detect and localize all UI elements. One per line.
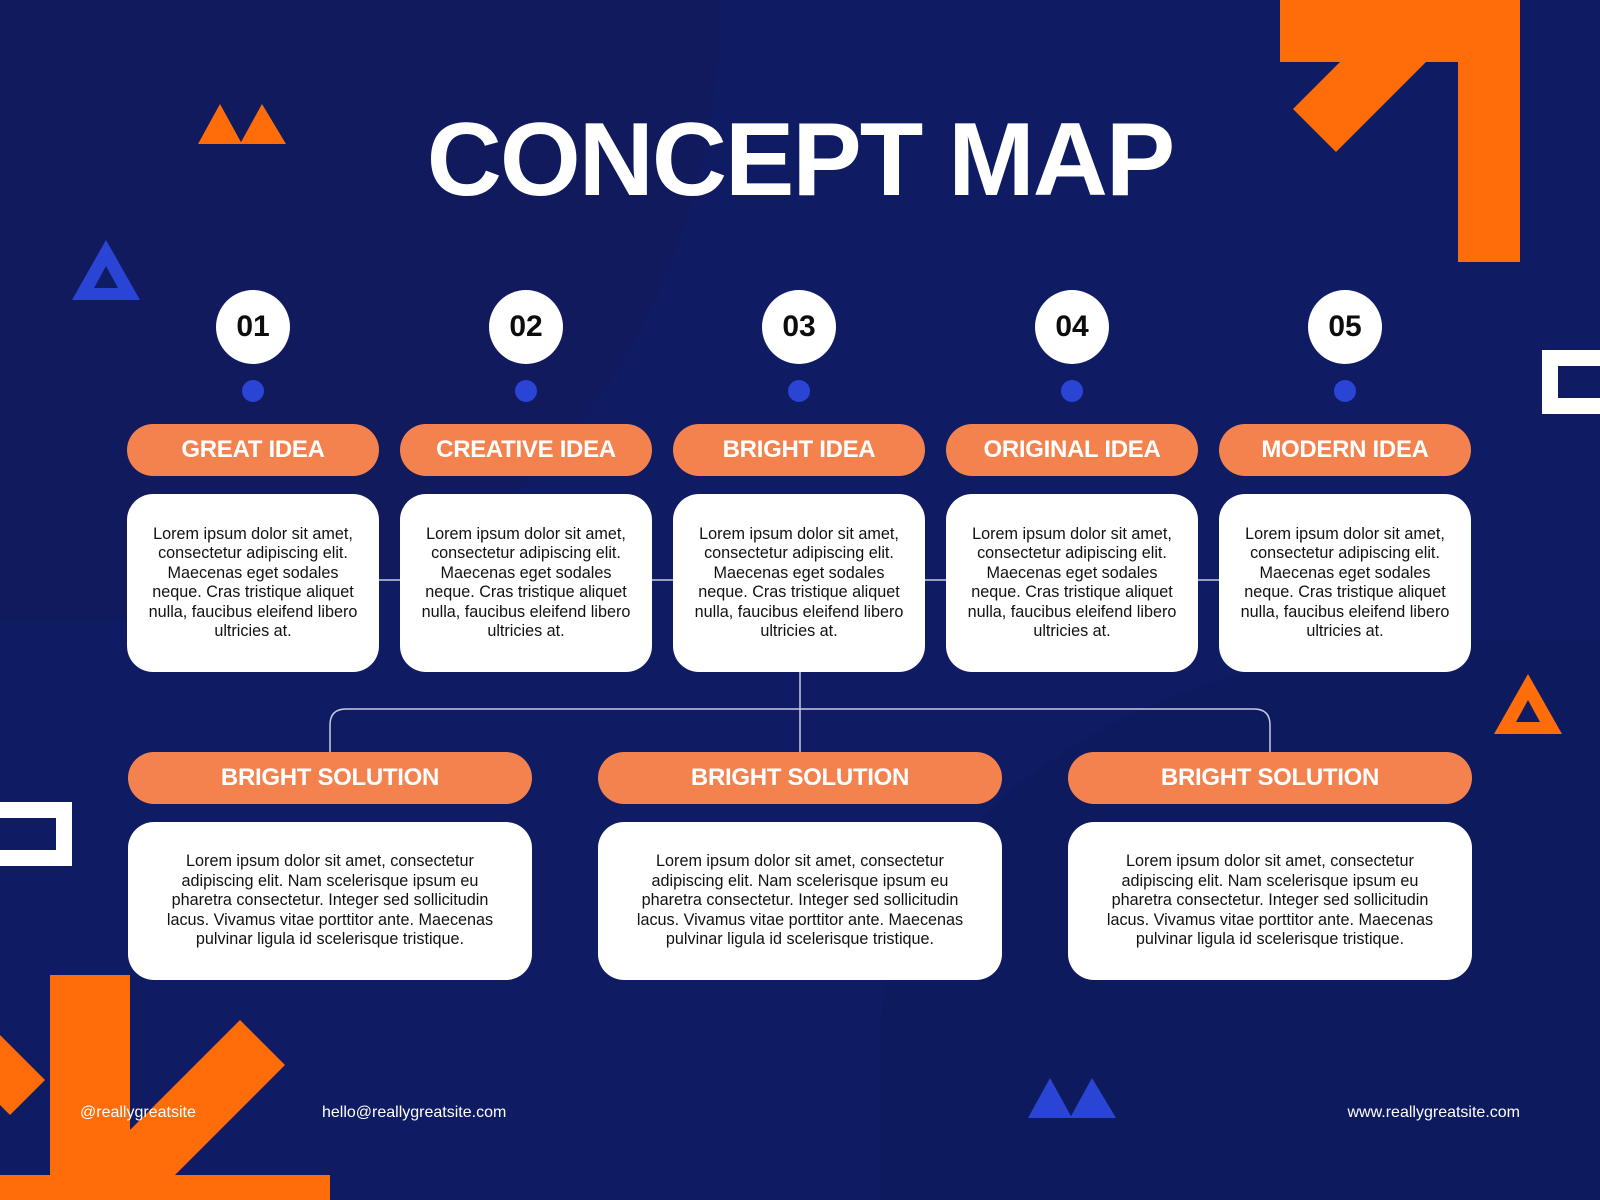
solution-label: BRIGHT SOLUTION <box>128 752 532 804</box>
footer-handle: @reallygreatsite <box>80 1104 196 1121</box>
triangle-outline-icon <box>1494 674 1562 734</box>
idea-card-text: Lorem ipsum dolor sit amet, consectetur … <box>967 524 1177 641</box>
solution-card-text: Lorem ipsum dolor sit amet, consectetur … <box>636 852 964 949</box>
idea-label-creative: CREATIVE IDEA <box>400 424 652 476</box>
footer-website: www.reallygreatsite.com <box>1347 1104 1521 1121</box>
idea-card: Lorem ipsum dolor sit amet, consectetur … <box>127 494 379 672</box>
solution-label: BRIGHT SOLUTION <box>598 752 1002 804</box>
idea-label-modern: MODERN IDEA <box>1219 424 1471 476</box>
step-number-02: 02 <box>489 290 563 364</box>
solution-card: Lorem ipsum dolor sit amet, consectetur … <box>598 822 1002 980</box>
solution-card-text: Lorem ipsum dolor sit amet, consectetur … <box>166 852 494 949</box>
idea-card-text: Lorem ipsum dolor sit amet, consectetur … <box>421 524 631 641</box>
square-outline-icon <box>1542 350 1600 414</box>
idea-card-text: Lorem ipsum dolor sit amet, consectetur … <box>1240 524 1450 641</box>
idea-card-text: Lorem ipsum dolor sit amet, consectetur … <box>148 524 358 641</box>
footer-email: hello@reallygreatsite.com <box>322 1104 507 1121</box>
arrow-decoration-icon <box>1280 0 1520 262</box>
idea-card-text: Lorem ipsum dolor sit amet, consectetur … <box>694 524 904 641</box>
connector-dot <box>515 380 537 402</box>
square-outline-icon <box>0 802 72 866</box>
idea-card: Lorem ipsum dolor sit amet, consectetur … <box>400 494 652 672</box>
solution-card-text: Lorem ipsum dolor sit amet, consectetur … <box>1106 852 1434 949</box>
idea-card: Lorem ipsum dolor sit amet, consectetur … <box>946 494 1198 672</box>
connector-dot <box>788 380 810 402</box>
connector-dot <box>1334 380 1356 402</box>
step-number-01: 01 <box>216 290 290 364</box>
double-triangle-icon <box>1028 1078 1116 1118</box>
step-number-05: 05 <box>1308 290 1382 364</box>
idea-card: Lorem ipsum dolor sit amet, consectetur … <box>1219 494 1471 672</box>
idea-label-bright: BRIGHT IDEA <box>673 424 925 476</box>
connector-dot <box>242 380 264 402</box>
solution-card: Lorem ipsum dolor sit amet, consectetur … <box>128 822 532 980</box>
step-number-03: 03 <box>762 290 836 364</box>
solution-label: BRIGHT SOLUTION <box>1068 752 1472 804</box>
triangle-outline-icon <box>72 240 140 300</box>
idea-card: Lorem ipsum dolor sit amet, consectetur … <box>673 494 925 672</box>
double-triangle-icon <box>198 104 286 144</box>
idea-label-original: ORIGINAL IDEA <box>946 424 1198 476</box>
solution-card: Lorem ipsum dolor sit amet, consectetur … <box>1068 822 1472 980</box>
idea-label-great: GREAT IDEA <box>127 424 379 476</box>
arrow-decoration-icon <box>0 975 330 1200</box>
step-number-04: 04 <box>1035 290 1109 364</box>
page-title: CONCEPT MAP <box>426 102 1175 218</box>
connector-dot <box>1061 380 1083 402</box>
